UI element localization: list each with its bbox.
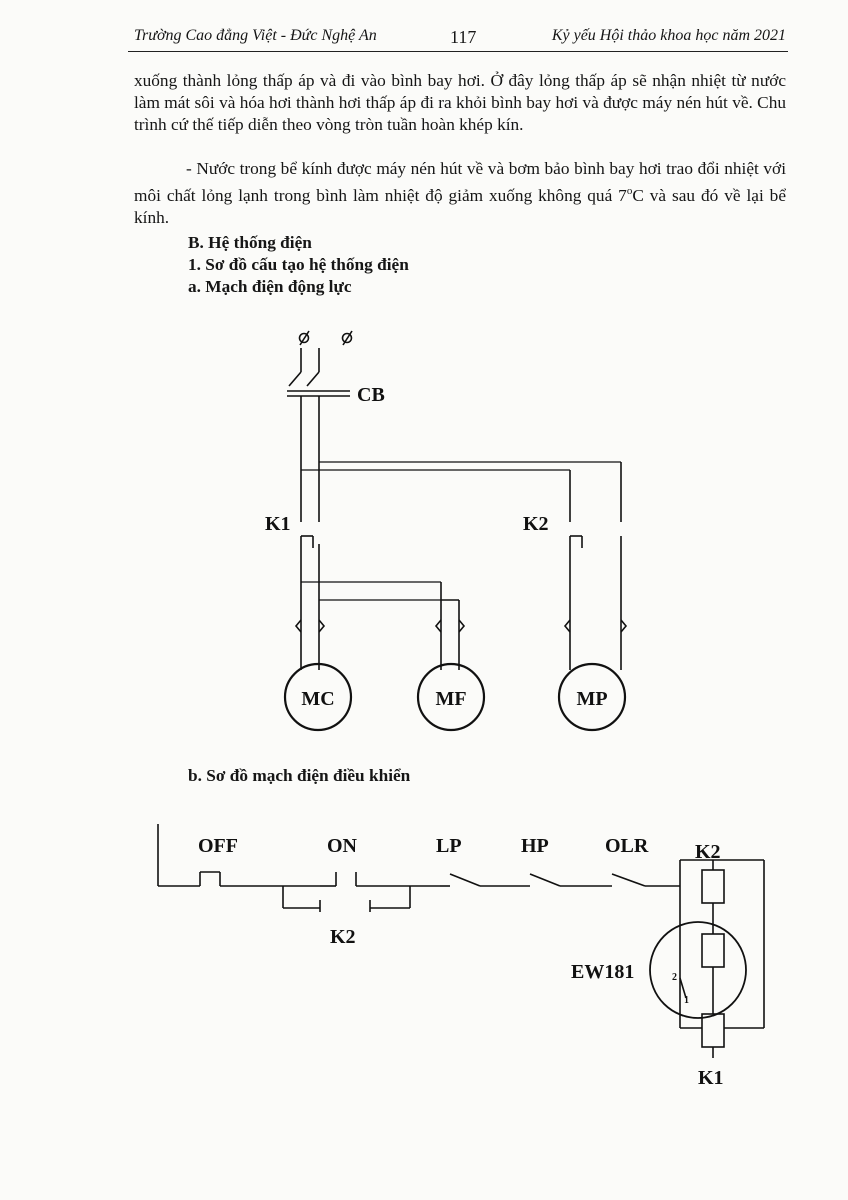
pin-1-label: 1: [684, 995, 689, 1006]
off-label: OFF: [198, 835, 238, 857]
pin-2-label: 2: [672, 972, 677, 983]
coil-k1-label: K1: [698, 1067, 724, 1089]
cb-label: CB: [357, 384, 385, 406]
motor-mc-label: MC: [301, 688, 334, 710]
control-circuit-diagram: OFF ON LP HP OLR K2 K2 EW181 K1 1 2: [157, 824, 765, 1089]
hold-k2-label: K2: [330, 926, 356, 948]
header-rule: [128, 51, 788, 52]
page-number: 117: [450, 27, 477, 47]
heading-electrical-structure: 1. Sơ đồ cấu tạo hệ thống điện: [188, 255, 409, 274]
paragraph-water-text: - Nước trong bể kính được máy nén hút về…: [134, 159, 786, 205]
on-label: ON: [327, 835, 358, 857]
ew181-label: EW181: [571, 961, 634, 983]
motor-mp-label: MP: [576, 688, 607, 710]
page-header: Trường Cao đẳng Việt - Đức Nghệ An 117 K…: [134, 27, 786, 53]
paragraph-cycle: xuống thành lỏng thấp áp và đi vào bình …: [134, 71, 786, 134]
paragraph-water-end: C và sau đó về lại bể kính.: [134, 185, 786, 227]
hp-label: HP: [521, 835, 549, 857]
heading-power-circuit: a. Mạch điện động lực: [188, 277, 352, 296]
paragraph-water: - Nước trong bể kính được máy nén hút về…: [134, 158, 786, 229]
power-circuit-diagram: CB K1 K2 MC MF MP: [265, 330, 628, 732]
header-proceedings: Kỷ yếu Hội thảo khoa học năm 2021: [551, 27, 786, 44]
lp-label: LP: [436, 835, 462, 857]
heading-section-b: B. Hệ thống điện: [188, 233, 312, 252]
motor-mf-label: MF: [435, 688, 466, 710]
k2-label: K2: [523, 513, 549, 535]
degree-sup: o: [626, 185, 633, 197]
heading-control-circuit: b. Sơ đồ mạch điện điều khiển: [188, 766, 411, 785]
coil-k2-label: K2: [695, 841, 721, 863]
olr-label: OLR: [605, 835, 649, 857]
k1-label: K1: [265, 513, 291, 535]
header-institution: Trường Cao đẳng Việt - Đức Nghệ An: [134, 27, 377, 44]
